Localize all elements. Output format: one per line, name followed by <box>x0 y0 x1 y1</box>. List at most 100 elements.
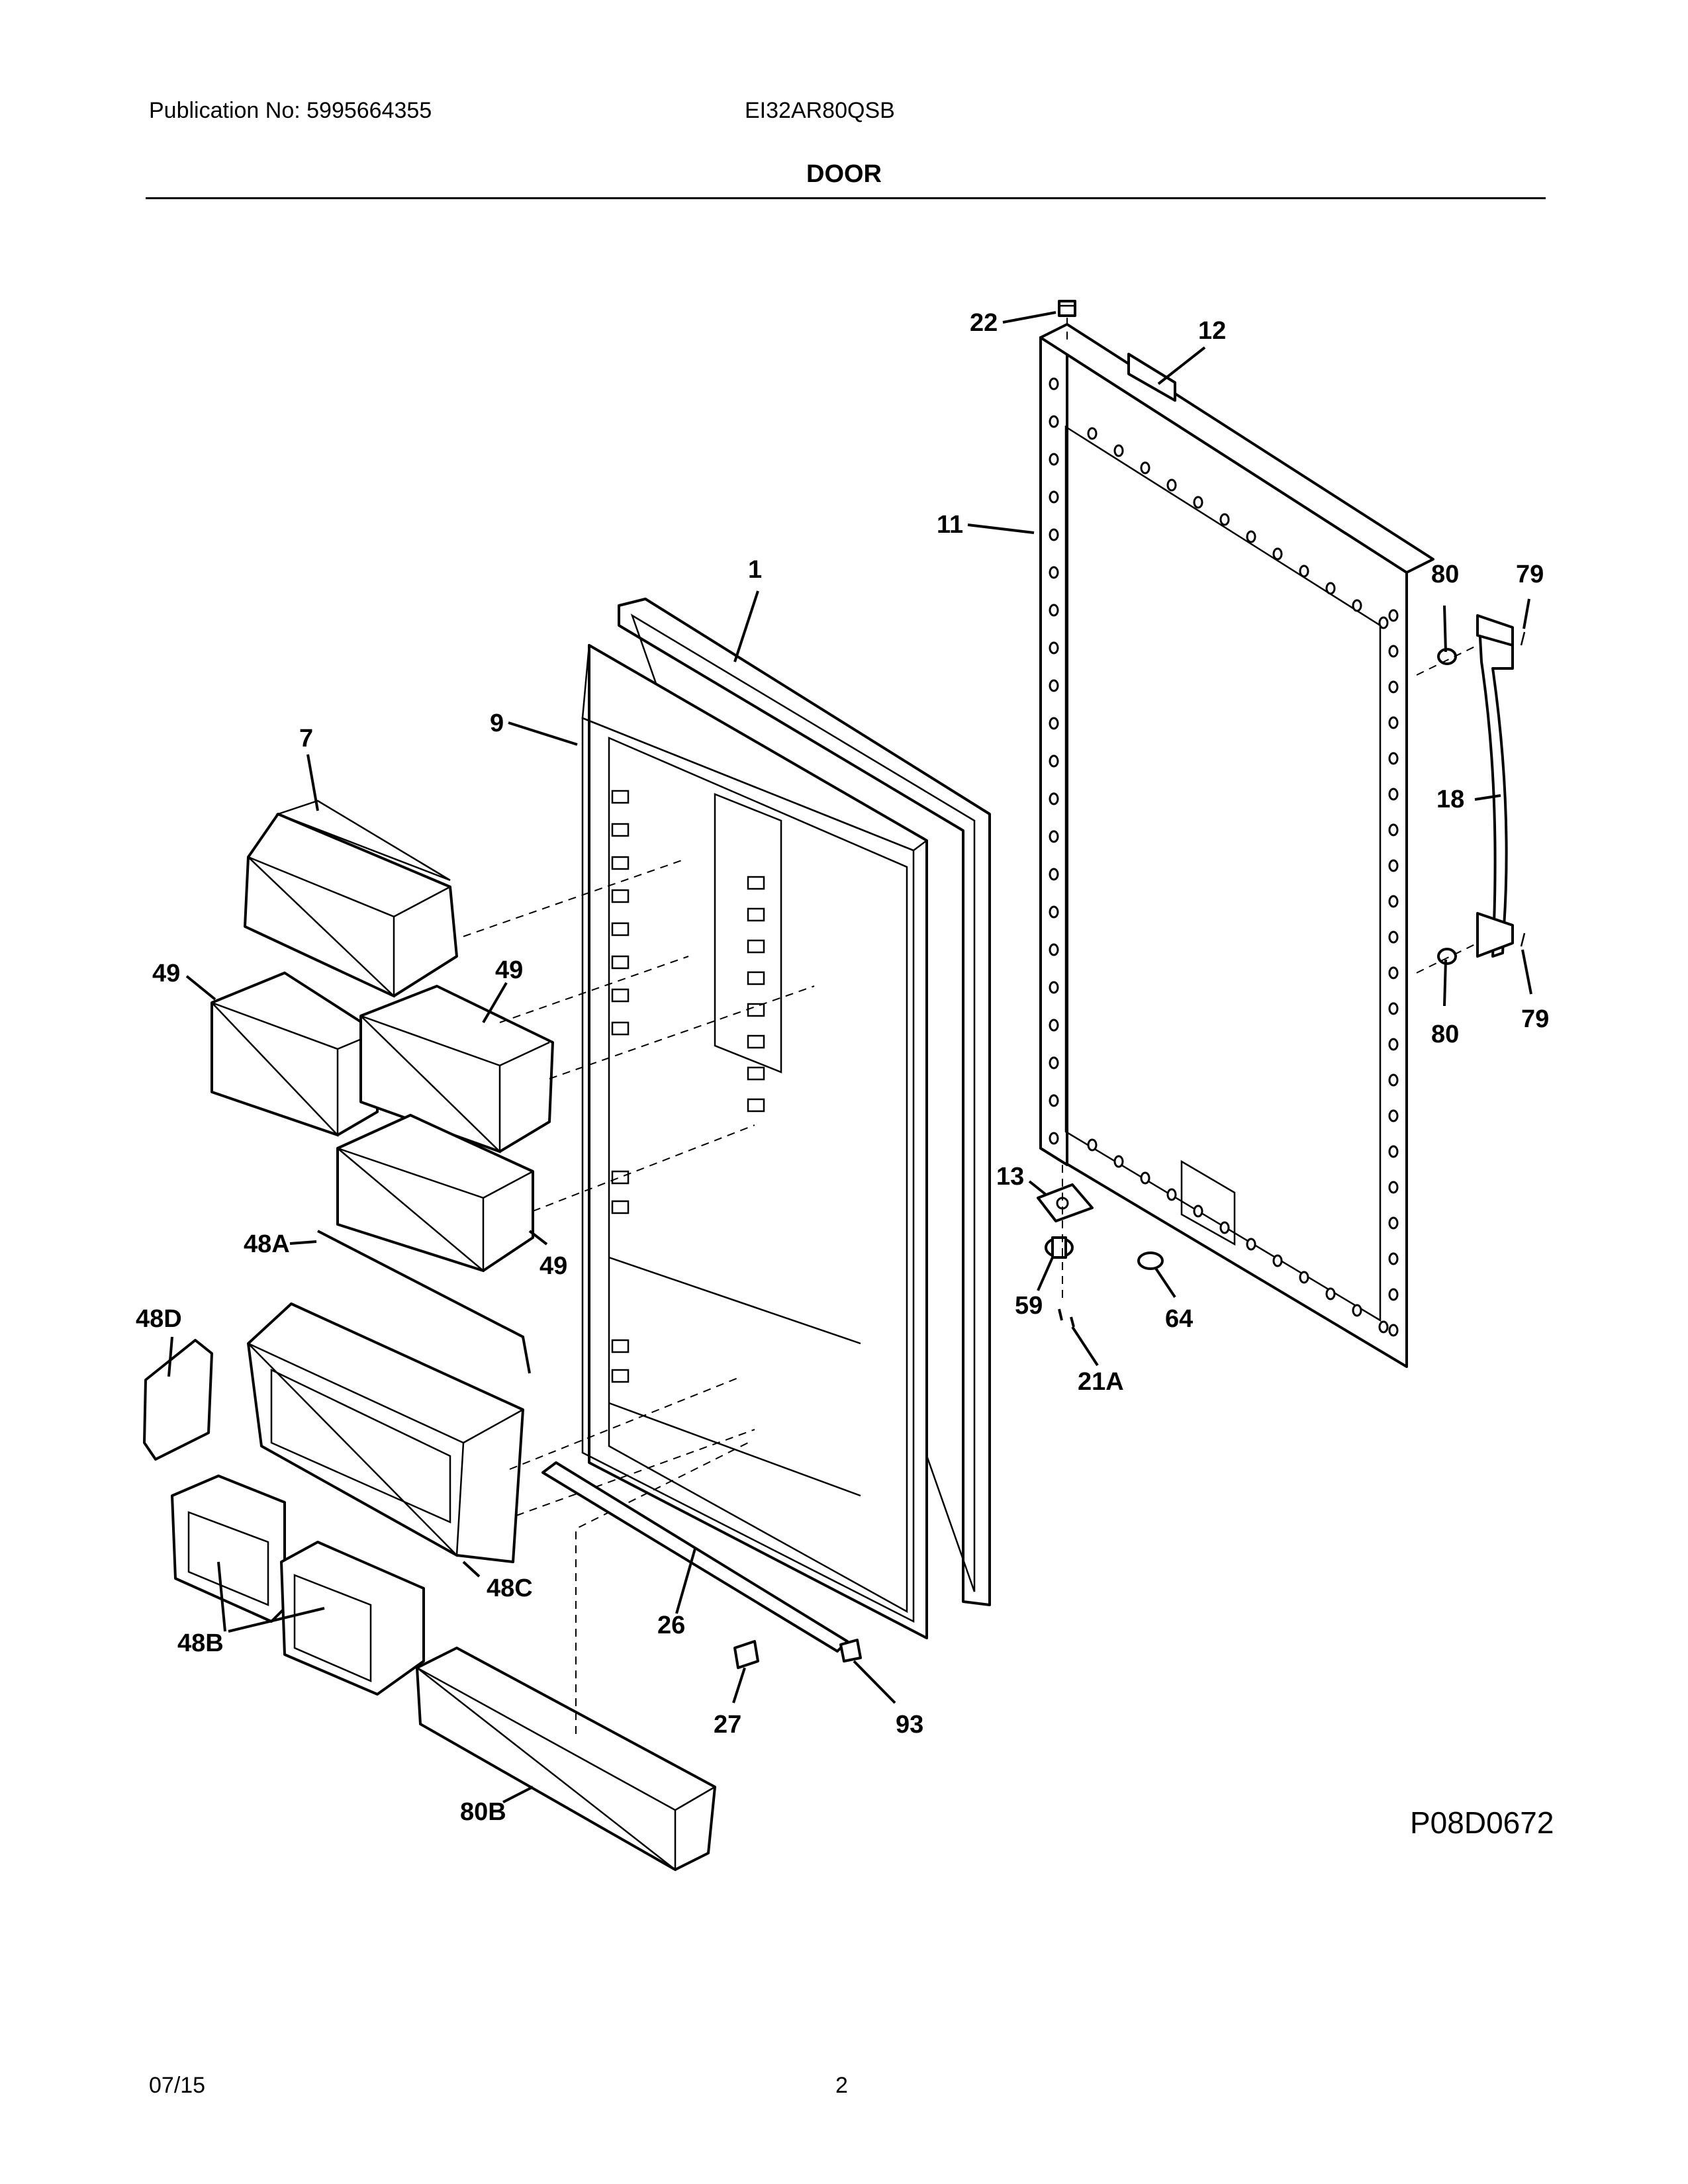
mounting-hole <box>1352 599 1362 612</box>
shelf-tab <box>611 823 630 837</box>
mounting-hole <box>1352 1304 1362 1317</box>
mounting-hole <box>1388 1038 1399 1051</box>
mounting-hole <box>1299 1271 1309 1284</box>
shelf-tab <box>747 939 765 954</box>
callout-27: 27 <box>714 1711 741 1739</box>
mounting-hole <box>1049 830 1059 843</box>
callout-9: 9 <box>490 709 504 737</box>
mounting-hole <box>1388 1145 1399 1158</box>
shelf-tab <box>611 1021 630 1036</box>
outer-door-panel <box>1039 323 1434 1368</box>
mounting-hole <box>1049 490 1059 504</box>
mounting-hole <box>1388 823 1399 837</box>
diagram-code: P08D0672 <box>1410 1805 1554 1840</box>
mounting-hole <box>1388 680 1399 694</box>
mounting-hole <box>1140 461 1150 475</box>
mounting-hole <box>1272 1254 1283 1267</box>
shelf-tab <box>611 922 630 936</box>
shelf-tab <box>611 856 630 870</box>
shelf-tab <box>747 1034 765 1049</box>
chiller-cover <box>143 1339 213 1461</box>
mounting-hole <box>1388 609 1399 622</box>
callout-80-top: 80 <box>1431 561 1459 588</box>
mounting-hole <box>1388 895 1399 908</box>
door-cap-plug <box>1058 300 1076 341</box>
mounting-hole <box>1049 1056 1059 1069</box>
mounting-hole <box>1388 1252 1399 1265</box>
mounting-hole <box>1049 943 1059 956</box>
mounting-hole <box>1388 1073 1399 1087</box>
page-number: 2 <box>835 2073 848 2098</box>
header-divider <box>146 197 1546 199</box>
shelf-tab <box>611 988 630 1003</box>
shelf-tab <box>611 1369 630 1383</box>
callout-13: 13 <box>996 1163 1024 1191</box>
mounting-hole <box>1388 788 1399 801</box>
mounting-hole <box>1140 1171 1150 1185</box>
publication-date: 07/15 <box>149 2073 206 2098</box>
push-pin-93 <box>839 1639 862 1662</box>
mounting-hole <box>1113 444 1124 457</box>
mounting-hole <box>1166 1188 1177 1201</box>
mounting-hole <box>1049 453 1059 466</box>
callout-64: 64 <box>1165 1305 1193 1333</box>
mounting-hole <box>1299 565 1309 578</box>
mounting-hole <box>1087 1138 1098 1152</box>
callout-49-lower: 49 <box>539 1252 567 1280</box>
callout-26: 26 <box>657 1612 685 1639</box>
callout-12: 12 <box>1198 317 1226 345</box>
callout-79-bottom: 79 <box>1521 1005 1549 1033</box>
callout-80b: 80B <box>460 1798 506 1826</box>
callout-11: 11 <box>937 511 963 539</box>
mounting-hole <box>1246 1238 1256 1251</box>
mounting-hole <box>1166 478 1177 492</box>
callout-80-bottom: 80 <box>1431 1021 1459 1048</box>
leader-lines <box>167 311 1532 1803</box>
callout-49-right: 49 <box>495 956 523 984</box>
mounting-hole <box>1219 513 1230 526</box>
mounting-hole <box>1325 1287 1336 1300</box>
callout-48a: 48A <box>244 1230 290 1258</box>
shelf-tab <box>747 1098 765 1113</box>
mounting-hole <box>1049 981 1059 994</box>
mounting-hole <box>1049 868 1059 881</box>
inner-door-liner <box>581 643 929 1639</box>
mounting-hole <box>1113 1155 1124 1168</box>
mounting-hole <box>1388 1216 1399 1230</box>
callout-22: 22 <box>970 309 998 337</box>
mounting-hole <box>1049 415 1059 428</box>
callout-93: 93 <box>896 1711 923 1739</box>
mounting-hole <box>1388 752 1399 765</box>
push-pin-27 <box>733 1640 759 1669</box>
mounting-hole <box>1325 582 1336 595</box>
mounting-hole <box>1193 1205 1203 1218</box>
callout-49-left: 49 <box>152 960 180 987</box>
mounting-hole <box>1388 931 1399 944</box>
bottom-door-bin <box>416 1647 716 1872</box>
mounting-hole <box>1193 496 1203 509</box>
mounting-hole <box>1049 528 1059 541</box>
mounting-hole <box>1272 547 1283 561</box>
shelf-tab <box>611 1200 630 1214</box>
chiller-drawers <box>171 1475 425 1696</box>
mounting-hole <box>1378 616 1389 629</box>
shelf-tab <box>611 889 630 903</box>
chiller-housing <box>247 1302 524 1563</box>
mounting-hole <box>1049 754 1059 768</box>
mounting-hole <box>1049 679 1059 692</box>
hinge-bracket <box>1037 1183 1094 1222</box>
mounting-hole <box>1049 1094 1059 1107</box>
mounting-hole <box>1049 717 1059 730</box>
callout-79-top: 79 <box>1516 561 1544 588</box>
mounting-hole <box>1049 641 1059 655</box>
mounting-hole <box>1049 377 1059 390</box>
shelf-tab <box>747 907 765 922</box>
hinge-bushing <box>1045 1236 1074 1259</box>
callout-48c: 48C <box>487 1574 533 1602</box>
door-handle <box>1416 614 1526 974</box>
mounting-hole <box>1388 966 1399 979</box>
mounting-hole <box>1388 1002 1399 1015</box>
door-bin-lower <box>336 1114 534 1273</box>
dairy-bin <box>244 799 458 998</box>
